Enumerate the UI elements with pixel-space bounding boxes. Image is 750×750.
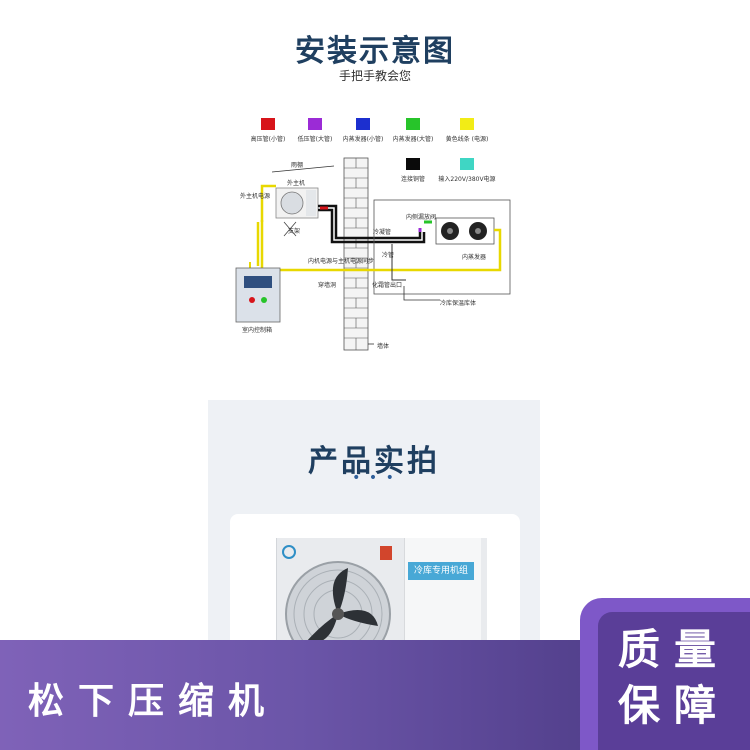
legend-swatch <box>308 118 322 130</box>
installation-diagram <box>235 157 511 351</box>
legend-swatch <box>460 158 474 170</box>
label-defrost-pipe: 化霜管出口 <box>372 282 403 289</box>
quality-badge-inner <box>598 612 750 750</box>
label-cold-room: 冷库保温库体 <box>440 300 477 307</box>
brick-wall <box>343 157 369 351</box>
cold-room-pointer <box>403 286 440 301</box>
legend-swatch <box>261 118 275 130</box>
legend-label: 黄色线条 (电源) <box>445 136 489 143</box>
banner-left-text: 松下压缩机 <box>28 681 279 722</box>
copper-pipe-line <box>318 204 422 240</box>
power-line <box>260 184 276 222</box>
legend-label: 高压管(小管) <box>250 136 286 143</box>
legend-label: 连接铜管 <box>400 176 425 183</box>
label-bracket: 支架 <box>288 228 301 235</box>
rain-cover-line <box>271 165 335 173</box>
legend-item-evap-large: 内蒸发器(大管) <box>378 118 448 143</box>
legend-item-copper-pipe: 连接铜管 <box>378 158 448 183</box>
brand-logo-icon <box>282 545 296 559</box>
warning-sticker-icon <box>380 546 392 560</box>
label-wall-pass: 穿墙洞 <box>318 282 337 289</box>
unit-label: 冷库专用机组 <box>408 562 474 580</box>
legend-swatch <box>460 118 474 130</box>
badge-line-1: 质量 <box>617 625 730 674</box>
legend-label: 输入220V/380V电源 <box>438 176 496 183</box>
label-sync-power: 内机电源与主机电源同步 <box>308 258 375 265</box>
product-dots: • • • <box>352 470 396 486</box>
legend-item-input-power: 输入220V/380V电源 <box>432 158 502 183</box>
label-cold-pipe: 冷管 <box>382 252 395 259</box>
legend-label: 内蒸发器(大管) <box>392 136 434 143</box>
legend-item-low-pressure: 低压管(大管) <box>280 118 350 143</box>
label-outdoor-power: 外主机电源 <box>240 193 271 200</box>
legend-label: 内蒸发器(小管) <box>342 136 384 143</box>
outdoor-unit <box>275 187 319 237</box>
page-title: 安装示意图 <box>295 34 455 69</box>
power-line <box>260 220 502 272</box>
page-subtitle: 手把手教会您 <box>338 69 411 83</box>
product-title: 产品实拍 <box>308 444 440 479</box>
legend-label: 低压管(大管) <box>297 136 333 143</box>
evaporator-unit <box>435 217 495 245</box>
legend-item-high-pressure: 高压管(小管) <box>233 118 303 143</box>
legend-item-evap-small: 内蒸发器(小管) <box>328 118 398 143</box>
label-wall: 墙体 <box>377 343 390 350</box>
copper-pipe-line <box>318 208 426 244</box>
controller-box <box>235 267 281 323</box>
label-rain-cover: 雨棚 <box>291 162 304 169</box>
label-inner-drain: 内侧漏放阀 <box>406 214 437 221</box>
legend-swatch <box>406 158 420 170</box>
badge-line-2: 保障 <box>617 681 730 730</box>
cold-room-outline <box>373 199 511 295</box>
label-evaporator: 内蒸发器 <box>462 254 487 261</box>
legend-item-power-line: 黄色线条 (电源) <box>432 118 502 143</box>
legend-swatch <box>406 118 420 130</box>
label-condenser-pipe: 冷凝管 <box>373 229 392 236</box>
legend-swatch <box>356 118 370 130</box>
defrost-pipe <box>391 244 406 281</box>
label-outdoor-unit: 外主机 <box>287 180 306 187</box>
label-controller: 室内控制箱 <box>242 327 273 334</box>
